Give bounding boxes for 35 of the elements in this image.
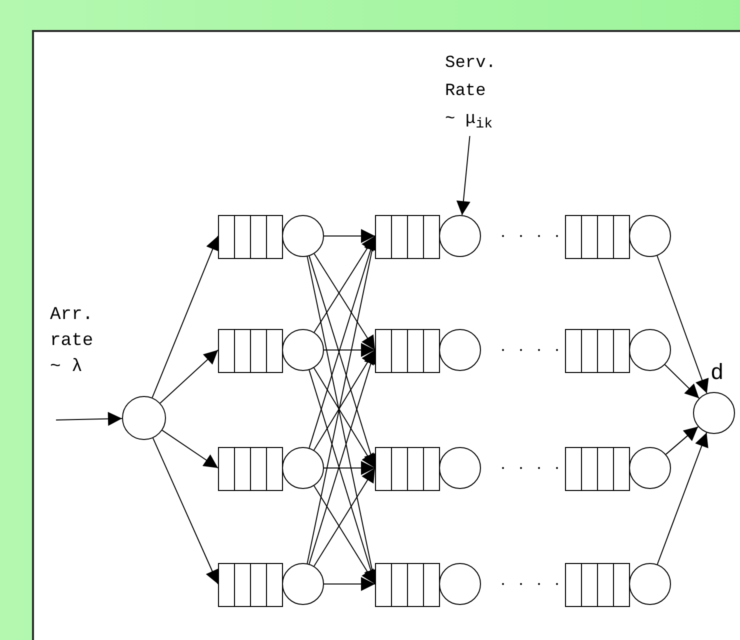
arrow <box>324 343 376 357</box>
arrow <box>656 255 709 394</box>
arrow <box>656 432 708 565</box>
annotation-text: Arr. rate ~ λ <box>50 304 94 379</box>
queue-buffer <box>565 329 630 373</box>
arrow <box>162 430 218 468</box>
queue-buffer <box>218 563 283 607</box>
queue-buffer <box>375 563 440 607</box>
queue-buffer <box>565 563 630 607</box>
leader-arrow <box>456 136 470 216</box>
arrow <box>324 229 376 243</box>
annotation-text: Serv. Rate ~ μ$_{ik}$ <box>445 50 503 138</box>
arrow <box>314 253 376 350</box>
arrow <box>313 350 376 451</box>
arrow <box>313 367 376 468</box>
queue-buffer <box>375 447 440 491</box>
node-label: d <box>711 360 724 384</box>
queue-buffer <box>565 215 630 259</box>
arrow <box>314 468 376 567</box>
arrow <box>664 364 700 399</box>
queue-buffer <box>375 329 440 373</box>
queue-buffer <box>375 215 440 259</box>
arrow <box>324 461 376 475</box>
queue-buffer <box>565 447 630 491</box>
arrow <box>665 426 699 455</box>
queue-buffer <box>218 215 283 259</box>
arrow <box>56 412 122 426</box>
queue-buffer <box>218 329 283 373</box>
arrow <box>160 350 218 404</box>
arrow <box>152 236 220 398</box>
queue-buffer <box>218 447 283 491</box>
arrow <box>152 438 219 584</box>
arrow <box>314 236 376 333</box>
arrow <box>314 485 376 584</box>
arrow <box>324 577 376 591</box>
